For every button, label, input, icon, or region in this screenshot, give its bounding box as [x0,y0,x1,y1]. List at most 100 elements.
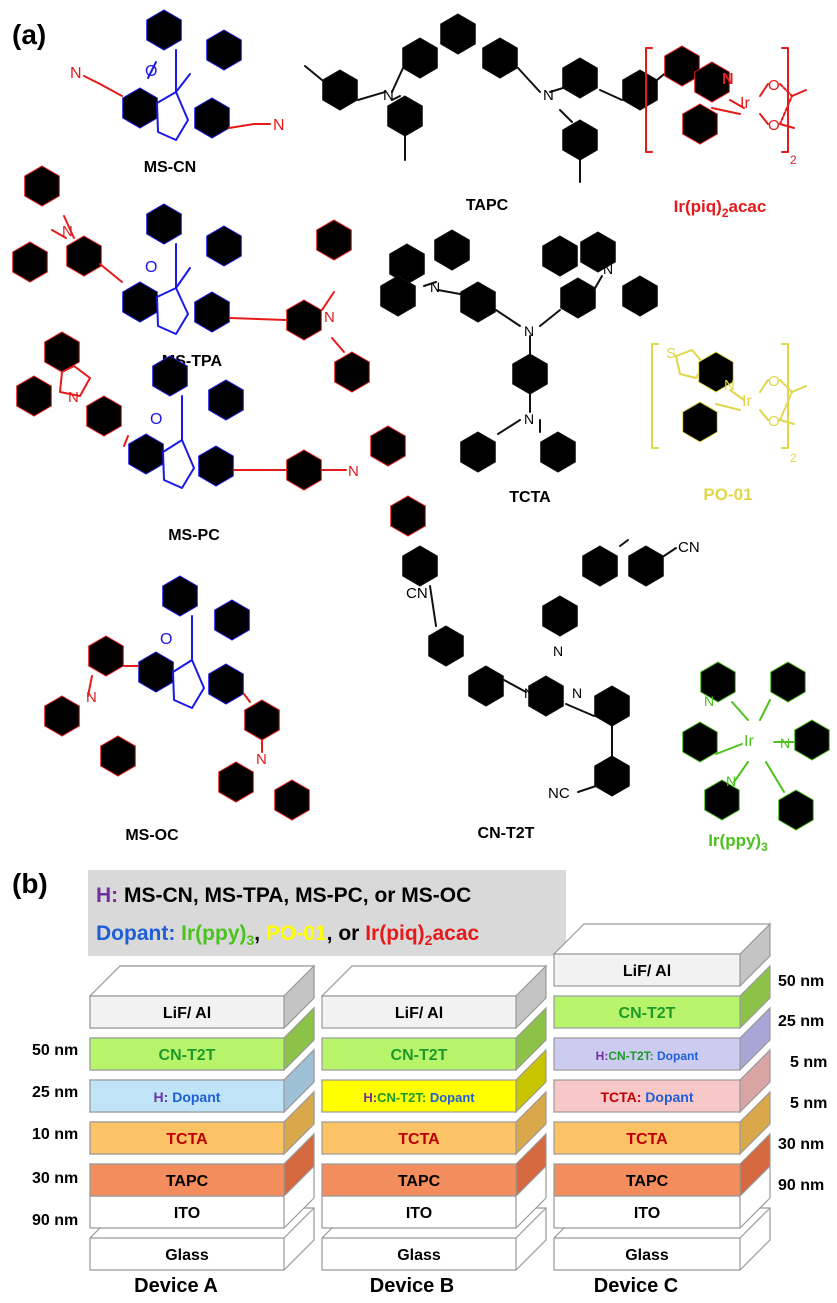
atom-o: O [768,413,780,430]
device-b-stack [320,964,548,1271]
atom-n: N [603,261,613,277]
atom-o: O [768,373,780,390]
atom-o: O [768,77,780,94]
device-b-labels: LiF/ Al CN-T2T H:CN-T2T: Dopant TCTA TAP… [363,1005,475,1264]
device-c-labels: LiF/ Al CN-T2T H:CN-T2T: Dopant TCTA: Do… [596,963,699,1264]
layer-htl1: TAPC [626,1173,669,1190]
thickness-label: 5 nm [790,1054,827,1071]
ms-tpa-structure [12,165,370,393]
thickness-label: 90 nm [778,1177,824,1194]
layer-cathode: LiF/ Al [623,963,671,980]
legend-host-line: H: MS-CN, MS-TPA, MS-PC, or MS-OC [96,884,471,907]
atom-n: N [324,309,335,326]
atom-n: N [543,87,554,104]
label-ms-pc: MS-PC [168,527,220,544]
po-01-structure [651,343,807,449]
thickness-label: 25 nm [778,1013,824,1030]
atom-o: O [768,117,780,134]
atom-n: N [524,323,534,339]
atom-n: N [524,685,534,701]
atom-n: N [724,377,735,394]
atom-s: S [666,345,676,362]
layer-htl2: TCTA [398,1131,440,1148]
device-c-stack [552,922,772,1271]
layer-glass: Glass [397,1247,441,1264]
atom-n: N [348,463,359,480]
thickness-label: 5 nm [790,1095,827,1112]
layer-etl: CN-T2T [619,1005,676,1022]
layer-ito: ITO [174,1205,200,1222]
ms-pc-structure [16,331,426,537]
atom-ir: Ir [744,733,754,750]
thickness-label: 25 nm [32,1084,78,1101]
thickness-labels-left: 50 nm 25 nm 10 nm 30 nm 90 nm [32,1042,78,1229]
atom-n: N [383,87,394,104]
atom-ir: Ir [742,393,752,410]
atom-n: N [524,411,534,427]
thickness-label: 30 nm [32,1170,78,1187]
atom-n: N [273,117,285,134]
label-ir-ppy3: Ir(ppy)3 [708,831,768,854]
subscript-two: 2 [790,153,797,167]
atom-n: N [722,71,734,88]
thickness-label: 50 nm [778,973,824,990]
layer-cathode: LiF/ Al [395,1005,443,1022]
atom-n: N [704,693,714,709]
atom-n: N [430,279,440,295]
subscript-two: 2 [790,451,797,465]
tcta-structure [380,229,658,473]
ir-piq-acac-structure [645,45,807,153]
layer-glass: Glass [165,1247,209,1264]
atom-o: O [160,631,172,648]
layer-ito: ITO [634,1205,660,1222]
label-ir-piq-acac: Ir(piq)2acac [674,197,767,220]
atom-ir: Ir [740,95,750,112]
layer-eml2: H:CN-T2T: Dopant [596,1049,699,1063]
atom-o: O [145,259,157,276]
atom-n: N [726,773,736,789]
atom-n: N [256,751,267,768]
label-po-01: PO-01 [703,485,752,504]
atom-n: N [553,643,563,659]
layer-eml: H:CN-T2T: Dopant [363,1090,475,1105]
layer-htl1: TAPC [166,1173,209,1190]
device-a-labels: LiF/ Al CN-T2T H: Dopant TCTA TAPC ITO G… [154,1005,221,1264]
layer-glass: Glass [625,1247,669,1264]
atom-n: N [86,689,97,706]
label-ms-oc: MS-OC [125,827,179,844]
layer-etl: CN-T2T [159,1047,216,1064]
atom-n: N [68,389,79,406]
thickness-label: 30 nm [778,1136,824,1153]
label-tcta: TCTA [509,489,551,506]
atom-o: O [150,411,162,428]
ir-ppy3-structure [682,661,830,831]
layer-etl: CN-T2T [391,1047,448,1064]
device-a-name: Device A [134,1275,218,1297]
atom-nc: NC [548,785,570,802]
panel-a-label: (a) [12,19,46,50]
layer-ito: ITO [406,1205,432,1222]
cn-t2t-structure [402,539,677,797]
device-names: Device A Device B Device C [134,1275,678,1297]
atom-cn: CN [406,585,428,602]
ms-oc-structure [44,575,310,821]
layer-eml1: TCTA: Dopant [600,1089,693,1105]
device-c-name: Device C [594,1275,679,1297]
legend-box [88,870,566,956]
label-tapc: TAPC [466,197,509,214]
atom-n: N [70,65,82,82]
legend-dopant-line: Dopant: Ir(ppy)3, PO-01, or Ir(piq)2acac [96,922,480,948]
atom-o: O [145,63,157,80]
atom-n: N [62,223,73,240]
panel-b-label: (b) [12,868,48,899]
atom-cn: CN [678,539,700,556]
thickness-label: 50 nm [32,1042,78,1059]
tapc-structure [304,13,675,183]
layer-cathode: LiF/ Al [163,1005,211,1022]
label-cn-t2t: CN-T2T [478,825,535,842]
ms-cn-structure [83,9,271,141]
layer-htl1: TAPC [398,1173,441,1190]
device-a-stack [88,964,316,1271]
